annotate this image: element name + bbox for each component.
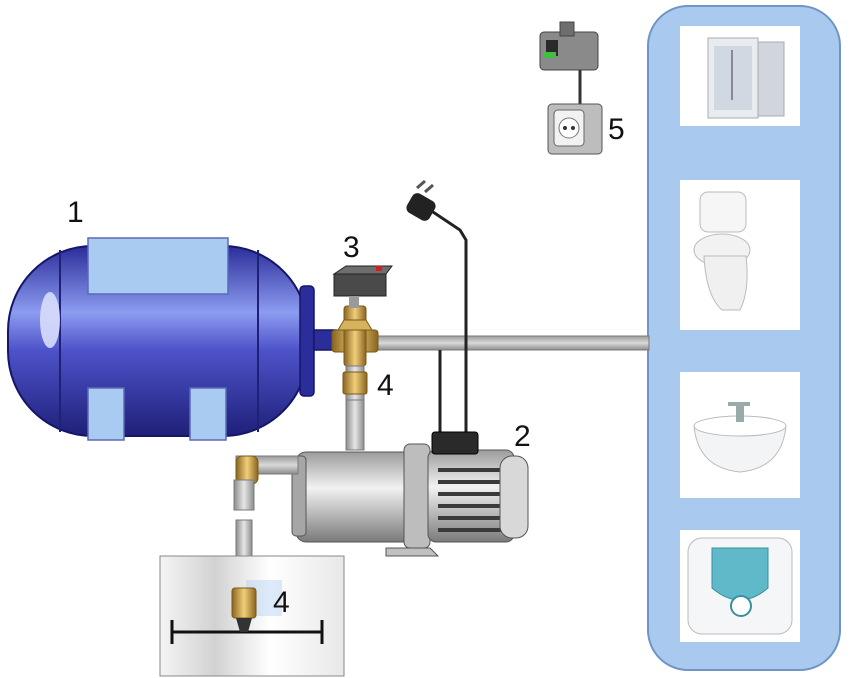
- toilet-icon: [693, 191, 751, 311]
- five-way-fitting: [331, 305, 379, 367]
- callout-tank: 1: [67, 196, 84, 229]
- power-socket-icon: [553, 109, 585, 147]
- callout-check-valve-lower: 4: [273, 586, 290, 619]
- callout-pressure-switch: 3: [343, 231, 360, 264]
- check-valve-upper: [342, 365, 368, 451]
- consumer-washbasin: [680, 372, 800, 498]
- hydraulic-accumulator-tank: [7, 237, 337, 441]
- washbasin-icon: [693, 402, 787, 473]
- callout-check-valve-upper: 4: [377, 369, 394, 402]
- consumer-water-heater: [680, 530, 800, 642]
- check-valve-lower: [231, 587, 257, 632]
- pressure-switch: [332, 265, 393, 308]
- power-plug-icon: [406, 179, 436, 221]
- consumer-shower: [680, 26, 800, 126]
- surface-pump: [291, 431, 529, 557]
- water-heater-icon: [687, 537, 793, 635]
- callout-socket-breaker: 5: [608, 113, 625, 146]
- callout-pump: 2: [514, 420, 531, 453]
- consumer-toilet: [680, 180, 800, 330]
- power-cable: [406, 179, 468, 440]
- socket-and-breaker: [539, 21, 603, 155]
- shower-cabin-icon: [707, 37, 785, 119]
- main-supply-pipe: [364, 335, 650, 351]
